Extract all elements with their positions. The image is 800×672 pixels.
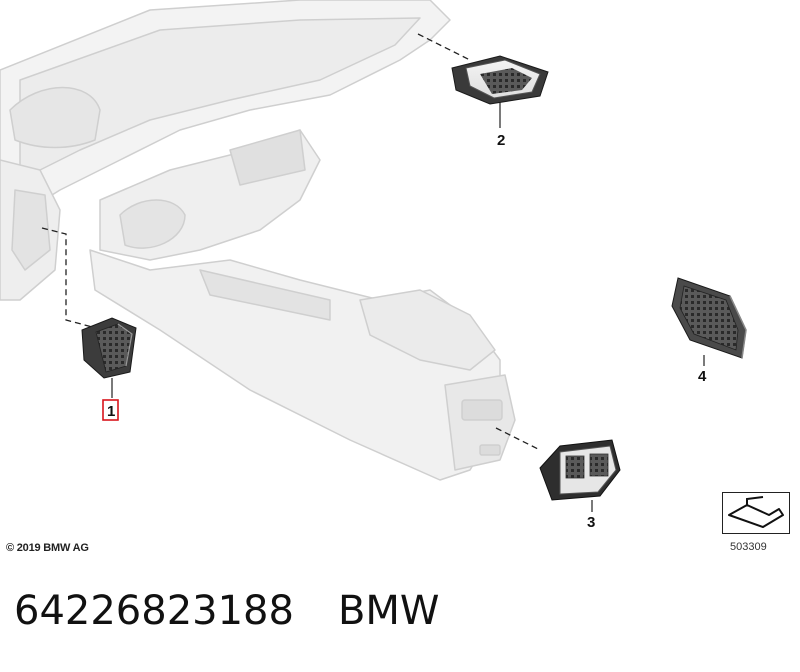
brand-name: BMW (337, 588, 440, 634)
copyright-notice: © 2019 BMW AG (6, 542, 89, 554)
sheet-icon-box (722, 492, 790, 534)
callout-4-label: 4 (698, 368, 707, 385)
callout-3-label: 3 (587, 514, 595, 531)
part-4-grille-cover (671, 277, 747, 359)
exploded-parts-diagram: 2 1 3 4 (0, 0, 747, 531)
callout-stems (111, 102, 705, 512)
footer-caption: 64226823188 BMW (14, 588, 439, 634)
callout-2-label: 2 (497, 132, 505, 149)
part-1-air-outlet (81, 317, 137, 379)
sheet-number: 503309 (730, 541, 767, 553)
dashboard-illustration (0, 0, 516, 481)
part-number: 64226823188 (14, 588, 294, 634)
callout-1-highlight-box (102, 399, 119, 421)
part-2-air-outlet (451, 55, 549, 105)
leader-lines (41, 33, 541, 451)
callout-1-label: 1 (107, 403, 115, 420)
part-3-air-outlet (539, 439, 621, 501)
section-arrow-icon (728, 496, 784, 528)
